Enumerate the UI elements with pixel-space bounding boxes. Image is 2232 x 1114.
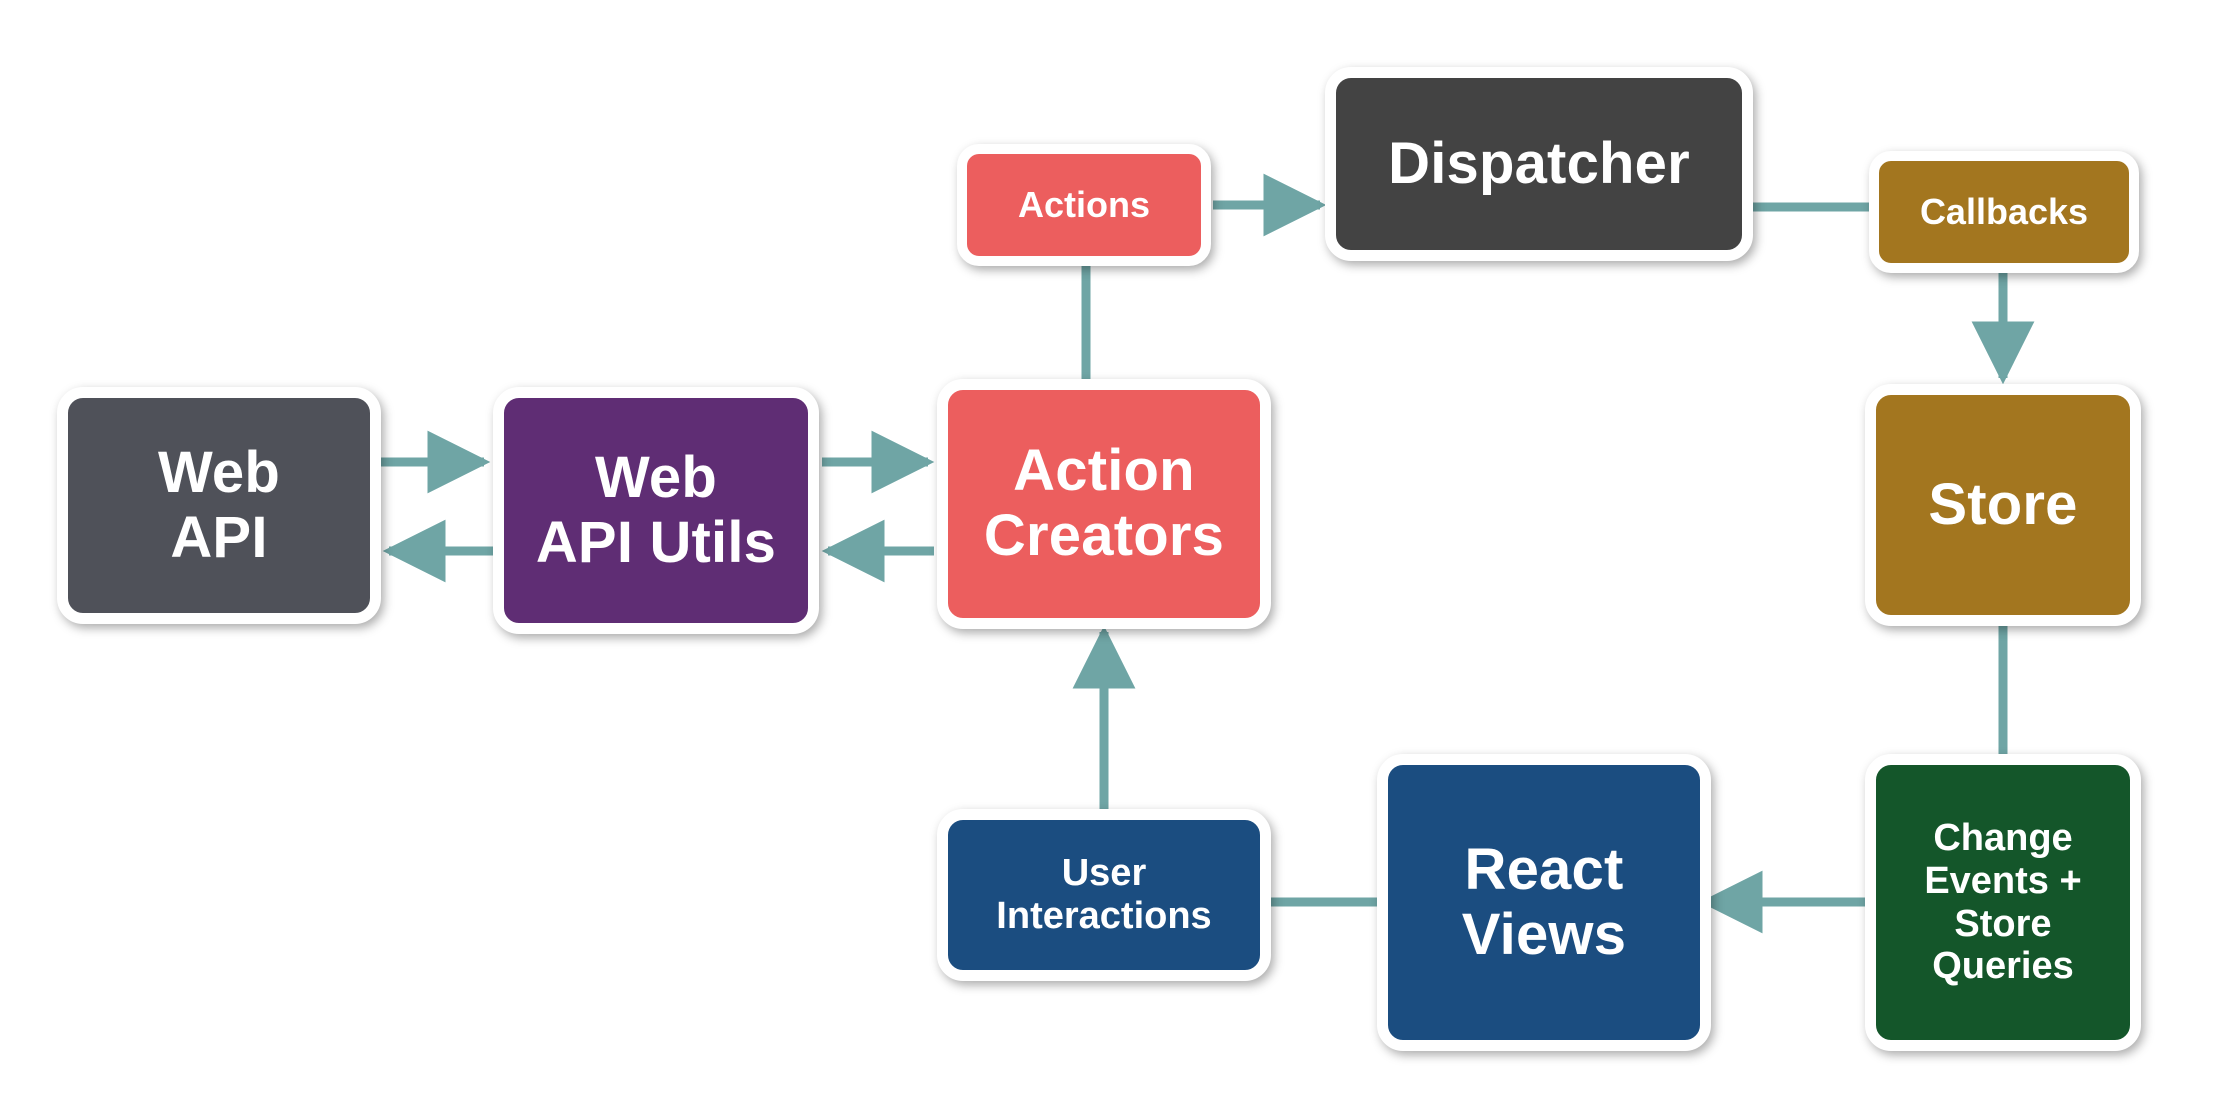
- node-react-views-label: React Views: [1461, 836, 1627, 967]
- node-dispatcher[interactable]: Dispatcher: [1325, 67, 1753, 261]
- node-store[interactable]: Store: [1865, 384, 2141, 626]
- node-callbacks[interactable]: Callbacks: [1869, 151, 2139, 273]
- node-store-label: Store: [1928, 471, 2078, 537]
- node-dispatcher-label: Dispatcher: [1388, 130, 1690, 196]
- node-react-views[interactable]: React Views: [1377, 754, 1711, 1051]
- node-web-api-utils[interactable]: Web API Utils: [493, 387, 819, 634]
- node-actions-label: Actions: [1017, 183, 1150, 225]
- node-change-events-store-queries[interactable]: Change Events + Store Queries: [1865, 754, 2141, 1051]
- node-web-api[interactable]: Web API: [57, 387, 381, 624]
- node-callbacks-label: Callbacks: [1919, 190, 2089, 232]
- node-web-api-utils-label: Web API Utils: [535, 444, 777, 575]
- node-actions[interactable]: Actions: [957, 144, 1211, 266]
- node-action-creators-label: Action Creators: [983, 438, 1225, 568]
- node-action-creators[interactable]: Action Creators: [937, 379, 1271, 629]
- node-user-interactions[interactable]: User Interactions: [937, 809, 1271, 981]
- node-user-interactions-label: User Interactions: [996, 852, 1212, 937]
- node-change-events-store-queries-label: Change Events + Store Queries: [1924, 817, 2082, 988]
- node-web-api-label: Web API: [158, 439, 280, 570]
